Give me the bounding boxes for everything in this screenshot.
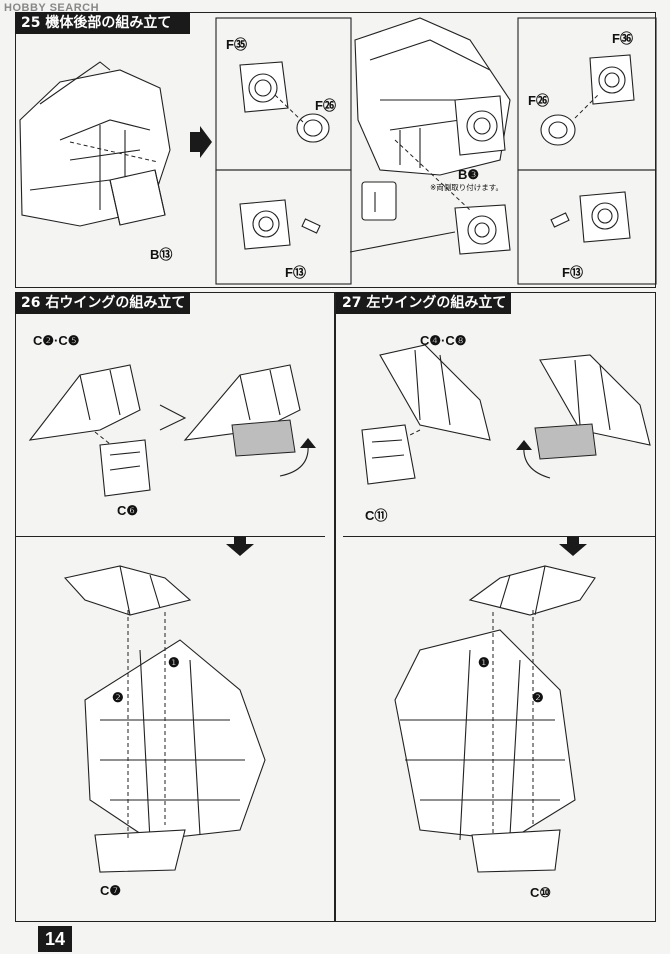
detail-box-1 (215, 17, 352, 285)
step-25-title: 25 機体後部の組み立て (15, 12, 190, 34)
part-label-c4-c8: C❹·C❽ (420, 333, 467, 348)
left-wing-parts (361, 344, 651, 485)
part-label-f36: F㊱ (612, 31, 633, 46)
part-label-c11: C⑪ (365, 508, 388, 523)
page-number: 14 (38, 926, 72, 952)
detail-box-2 (517, 17, 657, 285)
arrow-label-2-left: ❷ (532, 690, 544, 705)
part-label-c10: C⑩ (530, 885, 552, 900)
part-label-f26-left: F㉖ (315, 98, 336, 113)
step-27-title: 27 左ウイングの組み立て (336, 292, 511, 314)
arrow-label-1-right: ❶ (168, 655, 180, 670)
arrow-label-1-left: ❶ (478, 655, 490, 670)
steps-26-27-frame (15, 292, 656, 922)
right-wing-parts (28, 364, 316, 497)
part-label-f13-right: F⑬ (562, 265, 583, 280)
part-label-c6: C❻ (117, 503, 139, 518)
part-label-b3: B❸ (458, 167, 480, 182)
right-wing-assembly (63, 536, 266, 873)
column-divider (334, 292, 336, 922)
part-label-f13-left: F⑬ (285, 265, 306, 280)
step-26-title: 26 右ウイングの組み立て (15, 292, 190, 314)
note-both-sides: ※両側取り付けます。 (430, 183, 504, 192)
rear-body-illustration (19, 61, 171, 227)
step-26-divider (15, 536, 325, 537)
part-label-f26-right: F㉖ (528, 93, 549, 108)
part-label-c7: C❼ (100, 883, 122, 898)
left-wing-assembly (394, 536, 596, 873)
arrow-label-2-right: ❷ (112, 690, 124, 705)
center-assembly (349, 17, 511, 255)
watermark: HOBBY SEARCH (4, 2, 100, 14)
part-label-b13: B⑬ (150, 247, 173, 262)
part-label-f35: F㉟ (226, 37, 247, 52)
step-flow-arrow (190, 126, 212, 158)
step-25-frame (15, 12, 656, 288)
step-27-divider (343, 536, 656, 537)
part-label-c2-c5: C❷·C❺ (33, 333, 80, 348)
